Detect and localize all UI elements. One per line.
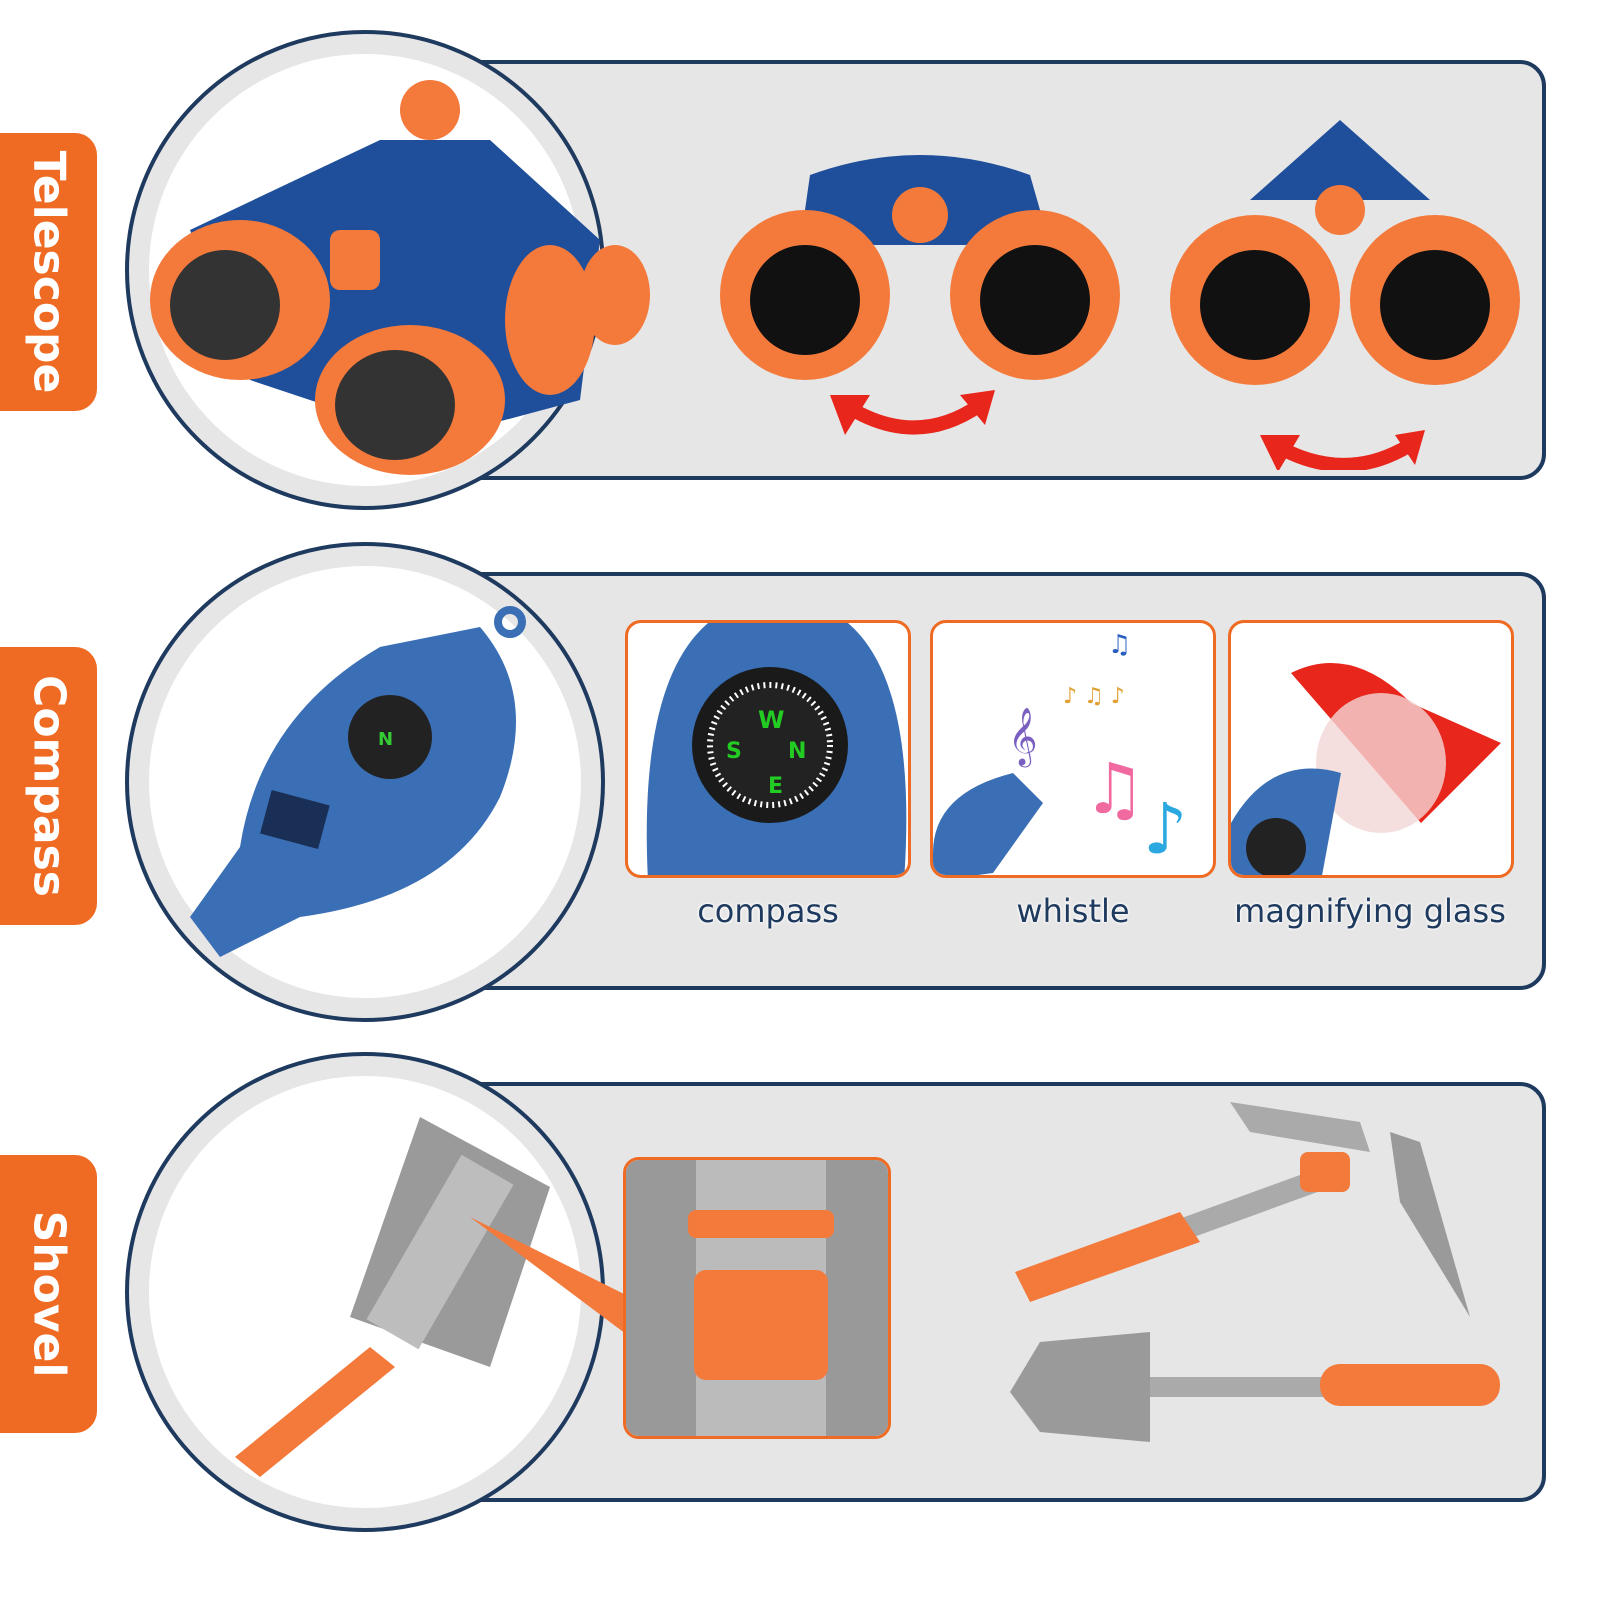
binoculars-front-view xyxy=(720,155,1120,435)
binoculars-folded-view xyxy=(1170,120,1520,470)
compass-tab: Compass xyxy=(0,647,97,925)
compass-tab-label: Compass xyxy=(23,675,74,897)
svg-text:♪ ♫ ♪: ♪ ♫ ♪ xyxy=(1063,684,1125,709)
compass-dial-icon xyxy=(348,695,432,779)
svg-text:S: S xyxy=(726,739,742,764)
whistle-feature-card: ♫♪ 𝄞♫♪ ♫ ♪ xyxy=(930,620,1216,878)
compass-feature-label: compass xyxy=(697,892,839,930)
svg-text:E: E xyxy=(768,774,783,799)
telescope-tab: Telescope xyxy=(0,133,97,411)
svg-text:N: N xyxy=(788,739,806,764)
rotate-arrow-icon xyxy=(841,399,984,435)
shovel-folded-main-image xyxy=(235,1117,630,1477)
telescope-tab-label: Telescope xyxy=(23,150,74,394)
shovel-unfolded-images xyxy=(1010,1102,1500,1442)
whistle-feature-label: whistle xyxy=(1016,892,1130,930)
magnifying-glass-feature-label: magnifying glass xyxy=(1234,892,1506,930)
rotate-arrow-icon xyxy=(1271,438,1414,470)
music-note-icon: ♫ xyxy=(1083,748,1146,830)
binoculars-main-image xyxy=(150,80,650,475)
svg-text:♪: ♪ xyxy=(1143,788,1188,870)
svg-text:N: N xyxy=(378,729,393,750)
shovel-tab-label: Shovel xyxy=(23,1210,74,1378)
magnifying-glass-feature-card xyxy=(1228,620,1514,878)
telescope-section: Telescope xyxy=(0,30,1600,510)
shovel-tab: Shovel xyxy=(0,1155,97,1433)
shovel-lock-detail-card xyxy=(623,1157,891,1439)
svg-text:W: W xyxy=(758,706,784,734)
whistle-compass-main-image: N xyxy=(190,606,526,957)
svg-text:♫: ♫ xyxy=(1108,630,1131,660)
shovel-section: Shovel xyxy=(0,1052,1600,1532)
svg-text:𝄞: 𝄞 xyxy=(1008,707,1038,768)
